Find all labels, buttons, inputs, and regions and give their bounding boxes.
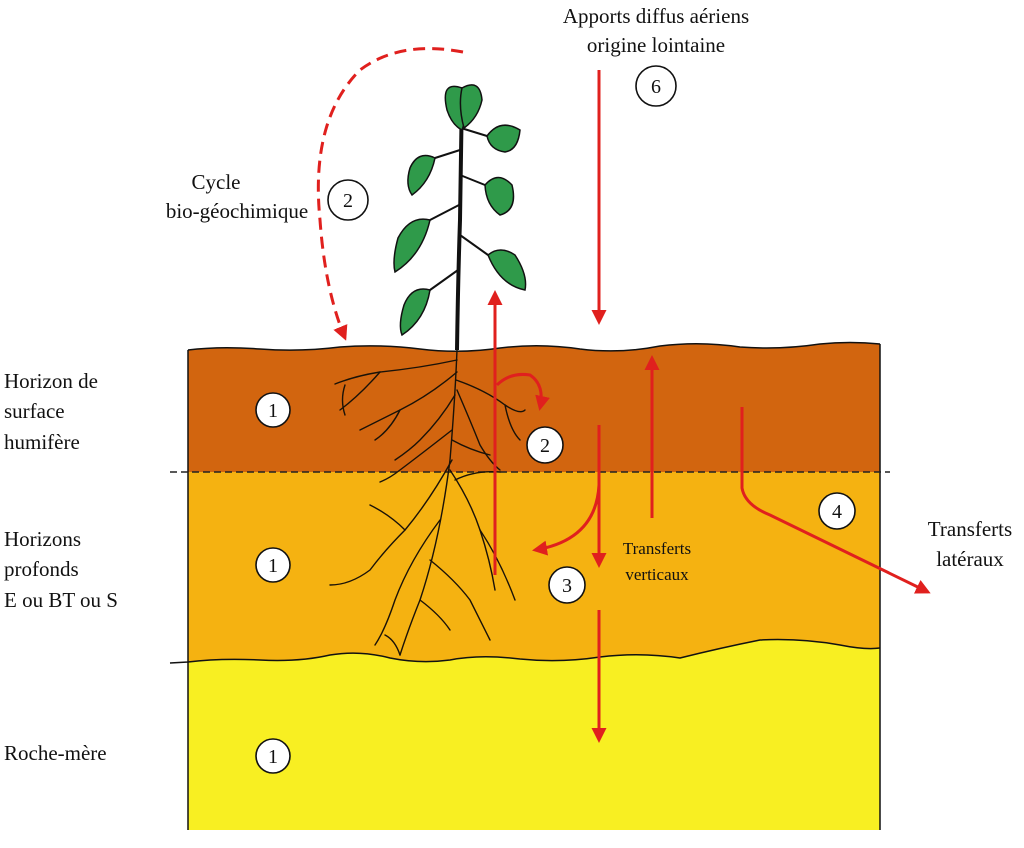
surface-horizon-label-1: Horizon de xyxy=(4,369,98,393)
marker-aerial: 6 xyxy=(635,65,677,107)
svg-text:1: 1 xyxy=(268,746,278,768)
svg-text:4: 4 xyxy=(832,501,842,523)
marker-deep: 1 xyxy=(255,547,291,583)
bedrock-label: Roche-mère xyxy=(4,741,107,765)
bedrock-layer xyxy=(188,639,880,830)
bedrock-boundary xyxy=(169,638,881,664)
lateral-transfer-label-2: latéraux xyxy=(936,547,1004,571)
lateral-transfer-label-1: Transferts xyxy=(928,517,1012,541)
lateral-transfer-arrow xyxy=(740,407,931,594)
cycle-label-1: Cycle xyxy=(192,170,241,194)
svg-text:2: 2 xyxy=(540,435,550,457)
svg-text:6: 6 xyxy=(651,76,661,98)
litter-return-arrow xyxy=(495,373,550,411)
biogeochemical-cycle-arrow xyxy=(316,47,464,341)
marker-cycle-soil: 2 xyxy=(526,426,564,464)
marker-vertical: 3 xyxy=(548,566,586,604)
leaching-curve-arrow xyxy=(532,484,601,556)
aerial-inputs-label-2: origine lointaine xyxy=(587,33,725,57)
svg-text:3: 3 xyxy=(562,575,572,597)
plant xyxy=(393,84,527,351)
deep-horizon-label-1: Horizons xyxy=(4,527,81,551)
marker-surface: 1 xyxy=(255,392,291,428)
svg-text:1: 1 xyxy=(268,555,278,577)
deep-horizon-label-3: E ou BT ou S xyxy=(4,588,118,612)
marker-lateral: 4 xyxy=(818,492,856,530)
flux-arrows xyxy=(316,47,931,743)
marker-cycle: 2 xyxy=(327,179,369,221)
vertical-transfer-label-2: verticaux xyxy=(625,565,689,584)
aerial-inputs-label-1: Apports diffus aériens xyxy=(563,4,749,28)
soil-outline xyxy=(187,344,881,830)
deep-horizon-layer xyxy=(188,472,880,662)
marker-bedrock: 1 xyxy=(255,738,291,774)
surface-line xyxy=(187,341,881,353)
surface-horizon-layer xyxy=(188,342,880,472)
deep-horizon-label-2: profonds xyxy=(4,557,79,581)
svg-text:1: 1 xyxy=(268,400,278,422)
cycle-label-2: bio-géochimique xyxy=(166,199,308,223)
surface-horizon-label-2: surface xyxy=(4,399,65,423)
vertical-transfer-label-1: Transferts xyxy=(623,539,691,558)
svg-text:2: 2 xyxy=(343,190,353,212)
surface-horizon-label-3: humifère xyxy=(4,430,80,454)
